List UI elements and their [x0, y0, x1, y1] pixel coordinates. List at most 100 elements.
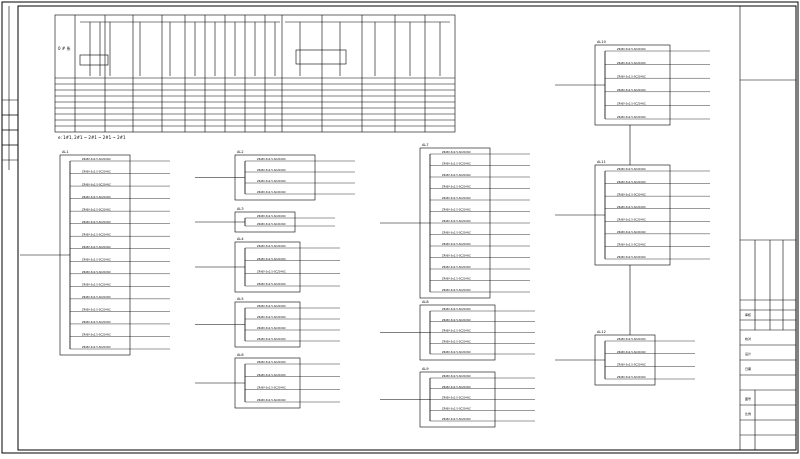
title-block-label-1: 审核	[745, 312, 751, 317]
circuit-label: ZR-BV-3x2.5-SC20-WC	[82, 283, 111, 287]
panel-box	[594, 44, 671, 126]
circuit-label: ZR-BV-3x2.5-SC20-WC	[257, 386, 286, 390]
circuit-label: ZR-BV-3x2.5-SC20-WC	[442, 196, 471, 200]
circuit-label: ZR-BV-3x2.5-SC20-WC	[82, 257, 111, 261]
circuit-label: ZR-BV-3x2.5-SC20-WC	[442, 162, 471, 166]
circuit-label: ZR-BV-3x2.5-SC20-WC	[257, 373, 286, 377]
circuit-label: ZR-BV-3x2.5-SC20-WC	[257, 157, 286, 161]
panel-label: AL2	[237, 150, 244, 154]
panel-9: ZR-BV-3x2.5-SC20-WC ZR-BV-3x2.5-SC20-WC ZR…	[380, 367, 535, 428]
circuit-label: ZR-BV-3x2.5-SC20-WC	[617, 243, 646, 247]
circuit-label: ZR-BV-3x2.5-SC20-WC	[257, 398, 286, 402]
panel-label: AL1	[62, 150, 69, 154]
circuit-label: ZR-BV-3x2.5-SC20-WC	[82, 232, 111, 236]
circuit-label: ZR-BV-3x2.5-SC20-WC	[257, 168, 286, 172]
circuit-label: ZR-BV-3x2.5-SC20-WC	[82, 220, 111, 224]
circuit-label: ZR-BV-3x2.5-SC20-WC	[442, 265, 471, 269]
circuit-label: ZR-BV-3x2.5-SC20-WC	[442, 318, 471, 322]
circuit-label: ZR-BV-3x2.5-SC20-WC	[617, 47, 646, 51]
circuit-label: ZR-BV-3x2.5-SC20-WC	[617, 180, 646, 184]
panel-label: AL12	[597, 330, 606, 334]
circuit-label: ZR-BV-3x2.5-SC20-WC	[442, 417, 471, 421]
circuit-label: ZR-BV-3x2.5-SC20-WC	[617, 61, 646, 65]
circuit-label: ZR-BV-3x2.5-SC20-WC	[442, 374, 471, 378]
circuit-label: ZR-BV-3x2.5-SC20-WC	[82, 170, 111, 174]
circuit-label: ZR-BV-3x2.5-SC20-WC	[442, 339, 471, 343]
circuit-label: ZR-BV-3x2.5-SC20-WC	[257, 360, 286, 364]
circuit-label: ZR-BV-3x2.5-SC20-WC	[442, 208, 471, 212]
circuit-label: ZR-BV-3x2.5-SC20-WC	[257, 214, 286, 218]
circuit-label: ZR-BV-3x2.5-SC20-WC	[82, 182, 111, 186]
panel-12: ZR-BV-3x2.5-SC20-WC ZR-BV-3x2.5-SC20-WC ZR…	[555, 330, 695, 386]
circuit-label: ZR-BV-3x2.5-SC20-WC	[442, 406, 471, 410]
circuit-label: ZR-BV-3x2.5-SC20-WC	[82, 195, 111, 199]
distribution-panels: ZR-BV-3x2.5-SC20-WC ZR-BV-3x2.5-SC20-WC ZR…	[20, 40, 710, 428]
panel-label: AL10	[597, 40, 606, 44]
panel-4: ZR-BV-3x2.5-SC20-WC ZR-BV-3x2.5-SC20-WC ZR…	[195, 237, 340, 293]
circuit-label: ZR-BV-3x2.5-SC20-WC	[442, 173, 471, 177]
circuit-label: ZR-BV-3x2.5-SC20-WC	[82, 308, 111, 312]
circuit-label: ZR-BV-3x2.5-SC20-WC	[617, 375, 646, 379]
circuit-label: ZR-BV-3x2.5-SC20-WC	[442, 396, 471, 400]
summary-feeders	[79, 21, 450, 76]
title-block	[739, 6, 796, 450]
circuit-label: ZR-BV-3x2.5-SC20-WC	[82, 345, 111, 349]
circuit-label: ZR-BV-3x2.5-SC20-WC	[257, 257, 286, 261]
circuit-label: ZR-BV-3x2.5-SC20-WC	[617, 217, 646, 221]
panel-label: AL9	[422, 367, 429, 371]
summary-note: e: 1#1, 2#1 ~ 2#1 ~ 2#1 ~ 2#1	[58, 135, 126, 140]
panel-label: AL3	[237, 207, 244, 211]
panel-2: ZR-BV-3x2.5-SC20-WC ZR-BV-3x2.5-SC20-WC ZR…	[195, 150, 355, 201]
circuit-label: ZR-BV-3x2.5-SC20-WC	[442, 385, 471, 389]
circuit-label: ZR-BV-3x2.5-SC20-WC	[257, 222, 286, 226]
inner-frame	[17, 5, 797, 451]
title-block-label-4: 日期	[745, 366, 751, 371]
circuit-label: ZR-BV-3x2.5-SC20-WC	[82, 157, 111, 161]
summary-table	[54, 14, 456, 133]
panel-7: ZR-BV-3x2.5-SC20-WC ZR-BV-3x2.5-SC20-WC ZR…	[380, 143, 530, 299]
circuit-label: ZR-BV-3x2.5-SC20-WC	[617, 74, 646, 78]
circuit-label: ZR-BV-3x2.5-SC20-WC	[82, 207, 111, 211]
panel-label: AL4	[237, 237, 244, 241]
circuit-label: ZR-BV-3x2.5-SC20-WC	[442, 231, 471, 235]
circuit-label: ZR-BV-3x2.5-SC20-WC	[82, 320, 111, 324]
panel-label: AL11	[597, 160, 606, 164]
binding-margin-boxes	[1, 99, 19, 161]
circuit-label: ZR-BV-3x2.5-SC20-WC	[617, 350, 646, 354]
circuit-label: ZR-BV-3x2.5-SC20-WC	[257, 270, 286, 274]
panel-6: ZR-BV-3x2.5-SC20-WC ZR-BV-3x2.5-SC20-WC ZR…	[195, 353, 340, 409]
panel-1: ZR-BV-3x2.5-SC20-WC ZR-BV-3x2.5-SC20-WC ZR…	[20, 150, 170, 356]
circuit-label: ZR-BV-3x2.5-SC20-WC	[257, 315, 286, 319]
circuit-label: ZR-BV-3x2.5-SC20-WC	[257, 244, 286, 248]
circuit-label: ZR-BV-3x2.5-SC20-WC	[442, 329, 471, 333]
title-block-label-5: 图号	[745, 396, 751, 401]
panel-3: ZR-BV-3x2.5-SC20-WC ZR-BV-3x2.5-SC20-WC AL…	[195, 207, 335, 233]
panel-11: ZR-BV-3x2.5-SC20-WC ZR-BV-3x2.5-SC20-WC ZR…	[555, 160, 710, 266]
circuit-label: ZR-BV-3x2.5-SC20-WC	[442, 277, 471, 281]
panel-label: AL5	[237, 297, 244, 301]
circuit-label: ZR-BV-3x2.5-SC20-WC	[617, 167, 646, 171]
circuit-label: ZR-BV-3x2.5-SC20-WC	[617, 255, 646, 259]
circuit-label: ZR-BV-3x2.5-SC20-WC	[617, 230, 646, 234]
circuit-label: ZR-BV-3x2.5-SC20-WC	[617, 205, 646, 209]
panel-5: ZR-BV-3x2.5-SC20-WC ZR-BV-3x2.5-SC20-WC ZR…	[195, 297, 340, 348]
circuit-label: ZR-BV-3x2.5-SC20-WC	[82, 270, 111, 274]
circuit-label: ZR-BV-3x2.5-SC20-WC	[257, 326, 286, 330]
circuit-label: ZR-BV-3x2.5-SC20-WC	[82, 333, 111, 337]
circuit-label: ZR-BV-3x2.5-SC20-WC	[442, 254, 471, 258]
circuit-label: ZR-BV-3x2.5-SC20-WC	[257, 304, 286, 308]
panel-label: AL8	[422, 300, 429, 304]
circuit-label: ZR-BV-3x2.5-SC20-WC	[257, 179, 286, 183]
panel-10: ZR-BV-3x2.5-SC20-WC ZR-BV-3x2.5-SC20-WC ZR…	[555, 40, 710, 126]
circuit-label: ZR-BV-3x2.5-SC20-WC	[617, 363, 646, 367]
circuit-label: ZR-BV-3x2.5-SC20-WC	[257, 190, 286, 194]
circuit-label: ZR-BV-3x2.5-SC20-WC	[82, 295, 111, 299]
circuit-label: ZR-BV-3x2.5-SC20-WC	[617, 88, 646, 92]
circuit-label: ZR-BV-3x2.5-SC20-WC	[617, 115, 646, 119]
circuit-label: ZR-BV-3x2.5-SC20-WC	[442, 350, 471, 354]
title-block-label-2: 校对	[745, 336, 751, 341]
circuit-label: ZR-BV-3x2.5-SC20-WC	[442, 185, 471, 189]
